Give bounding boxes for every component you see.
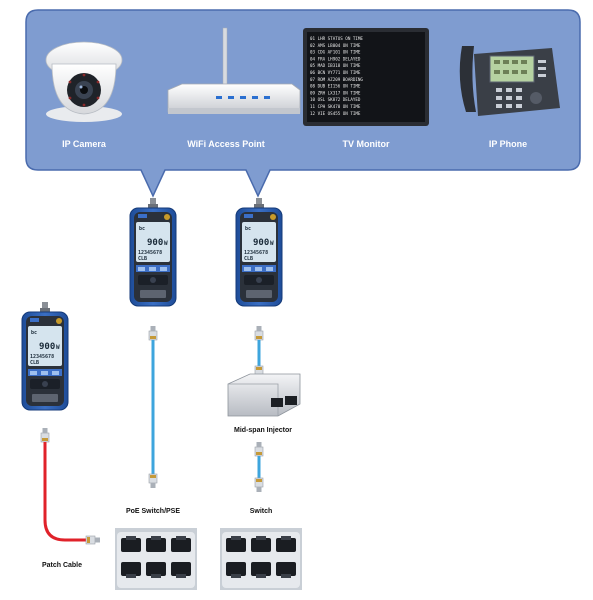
svg-text:bc: bc: [31, 330, 37, 336]
tv-row: 02 AMS LB004 ON TIME: [310, 43, 361, 48]
midspan-injector-label: Mid-span Injector: [234, 427, 292, 434]
tv-row: 08 DUB EI156 ON TIME: [310, 84, 361, 89]
midspan-injector-icon: [227, 373, 301, 417]
switch-label: Switch: [250, 508, 273, 515]
svg-text:12345678: 12345678: [30, 354, 54, 360]
wifi-router-icon: [167, 27, 301, 114]
tv-row: 09 ZRH LX317 ON TIME: [310, 90, 361, 95]
svg-text:12345678: 12345678: [244, 250, 268, 256]
ip-phone-icon: [459, 46, 560, 116]
svg-text:900: 900: [253, 238, 269, 248]
tv-row: 11 CPH SK470 ON TIME: [310, 104, 361, 109]
ip-phone-label: IP Phone: [489, 139, 527, 149]
lcd-power-value: 900: [147, 238, 163, 248]
tv-row: 03 CDG AF101 ON TIME: [310, 50, 361, 55]
tv-row: 06 BCN VY771 ON TIME: [310, 70, 361, 75]
tv-row: 04 FRA LH902 DELAYED: [310, 56, 361, 61]
injector-to-switch-cable: [254, 441, 264, 493]
poe-tester-3: bc 900 W 12345678 CLB: [21, 301, 69, 411]
svg-text:W: W: [270, 240, 274, 247]
svg-text:12345678: 12345678: [138, 250, 162, 256]
tv-monitor-label: TV Monitor: [343, 139, 390, 149]
patch-cable: [40, 427, 101, 545]
tv-row: 05 MAD IB318 ON TIME: [310, 63, 361, 68]
ip-camera-label: IP Camera: [62, 139, 107, 149]
tv-row: 10 OSL SK872 DELAYED: [310, 97, 361, 102]
patch-cable-label: Patch Cable: [42, 562, 82, 569]
wifi-access-point-label: WiFi Access Point: [187, 139, 265, 149]
poe-switch-cable: [148, 325, 158, 489]
svg-text:bc: bc: [245, 226, 251, 232]
poe-switch-label: PoE Switch/PSE: [126, 508, 180, 515]
tv-row: 07 ROM AZ209 BOARDING: [310, 77, 363, 82]
ip-camera-icon: [45, 41, 123, 122]
tv-row: 12 VIE OS455 ON TIME: [310, 111, 361, 116]
svg-text:W: W: [164, 240, 168, 247]
poe-tester-2: bc 900 W 12345678 CLB: [235, 197, 283, 307]
svg-text:900: 900: [39, 342, 55, 352]
poe-switch-ports: [115, 528, 197, 590]
poe-tester-1: bc 900 W 12345678 CLB: [129, 197, 177, 307]
tv-row: 01 LHR STATUS ON TIME: [310, 36, 363, 41]
tv-monitor-icon: 01 LHR STATUS ON TIME 02 AMS LB004 ON TIM…: [303, 28, 429, 126]
switch-ports: [220, 528, 302, 590]
svg-text:CLB: CLB: [244, 256, 253, 262]
svg-text:CLB: CLB: [138, 256, 147, 262]
tester-to-injector-cable: [254, 325, 264, 381]
svg-text:CLB: CLB: [30, 360, 39, 366]
svg-text:bc: bc: [139, 226, 145, 232]
svg-text:W: W: [56, 344, 60, 351]
